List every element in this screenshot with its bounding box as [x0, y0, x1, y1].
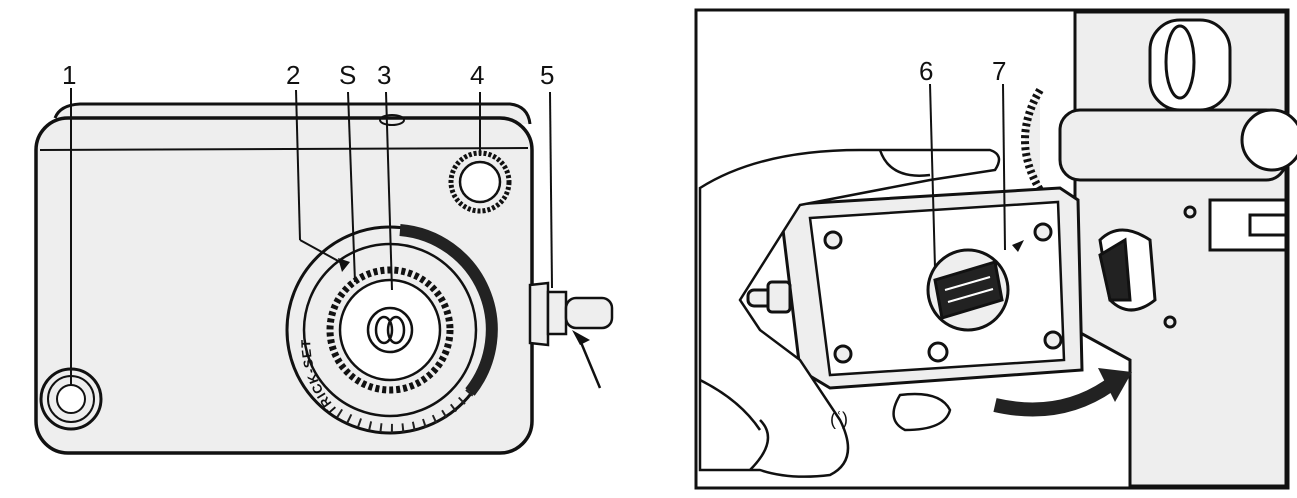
- callout-6: 6: [919, 56, 933, 86]
- finger-note: (ʿ): [830, 409, 848, 429]
- unit-seam-line: [39, 147, 529, 151]
- knob-4: [448, 150, 512, 214]
- callout-2: 2: [286, 60, 300, 90]
- callout-5: 5: [540, 60, 554, 90]
- left-callouts: 1 2 S 3 4 5: [62, 60, 554, 90]
- rotation-arrow: [993, 368, 1132, 417]
- leader-lines-right: [929, 83, 1006, 269]
- opened-unit: [746, 186, 1084, 390]
- dial-gear: [326, 266, 454, 394]
- dial-dark-band: [399, 224, 498, 396]
- center-emblem: [366, 306, 414, 354]
- button-1: [39, 367, 103, 431]
- camera-body: [1021, 10, 1297, 488]
- callout-s: S: [339, 60, 356, 90]
- callout-7: 7: [992, 56, 1006, 86]
- callout-4: 4: [470, 60, 484, 90]
- trick-set-dial: TRICK-SET: [285, 224, 498, 435]
- right-panel-illustration: [694, 8, 1297, 490]
- leader-lines-left: [70, 88, 553, 385]
- holding-hand: [698, 148, 1001, 478]
- unit-top-hole: [379, 114, 405, 126]
- arrow-to-plug: [572, 330, 602, 389]
- right-callouts: 6 7 (ʿ): [830, 56, 1006, 429]
- index-mark-7: [1012, 240, 1024, 252]
- control-unit-drawing: TRICK-SET: [34, 88, 614, 455]
- callout-3: 3: [377, 60, 391, 90]
- index-triangle: [338, 258, 350, 272]
- connector-plug-5: [528, 281, 614, 347]
- battery-cover-6: [933, 260, 1004, 320]
- callout-1: 1: [62, 60, 76, 90]
